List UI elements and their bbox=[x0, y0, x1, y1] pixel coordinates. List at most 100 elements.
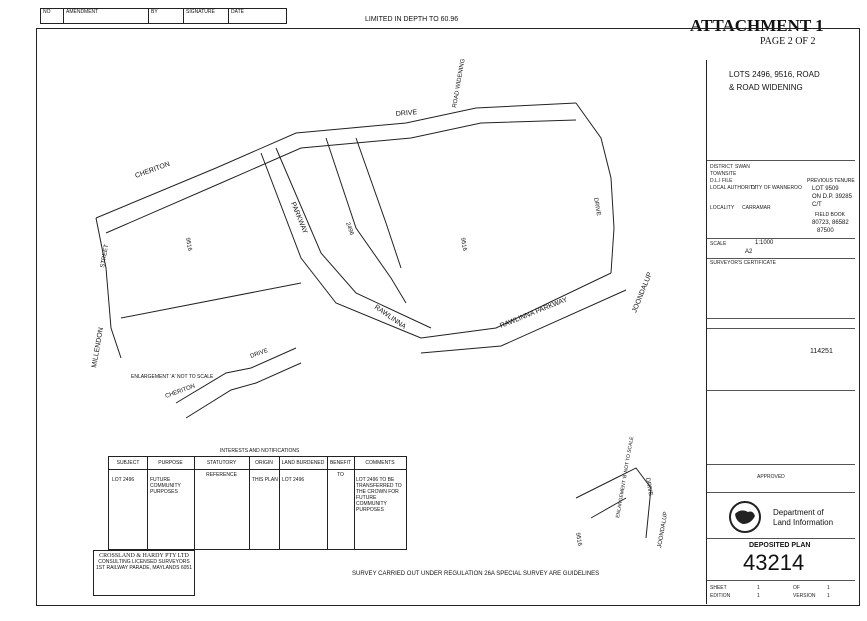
label-cheriton: CHERITON bbox=[134, 161, 171, 180]
rawlinna-parkway-south bbox=[420, 289, 627, 354]
survey-plan-drawing: CHERITON DRIVE ROAD WIDENING PARKWAY RAW… bbox=[91, 58, 669, 548]
col-origin: ORIGIN bbox=[255, 460, 273, 466]
edition-label: EDITION bbox=[710, 593, 731, 599]
deposited-plan-number: 43214 bbox=[743, 550, 805, 575]
approval-number: 114251 bbox=[810, 348, 833, 355]
scale-label: SCALE bbox=[710, 241, 727, 247]
east-boundary bbox=[575, 102, 615, 274]
townsite-label: TOWNSITE bbox=[710, 171, 737, 177]
dli-seal-icon bbox=[729, 501, 761, 533]
dept-line1: Department of bbox=[773, 508, 824, 517]
surveyor-firm: CROSSLAND & HARDY PTY LTD bbox=[99, 553, 189, 559]
deposited-plan-label: DEPOSITED PLAN bbox=[749, 542, 811, 549]
cheriton-drive-north-boundary bbox=[95, 102, 577, 219]
cell-origin: THIS PLAN bbox=[252, 477, 278, 483]
previous-tenure-label: PREVIOUS TENURE bbox=[807, 178, 855, 184]
scale-value: 1:1000 bbox=[755, 240, 774, 246]
label-joondalup: JOONDALUP bbox=[631, 271, 654, 314]
lot-2496-boundary bbox=[325, 137, 407, 304]
cheriton-lower-north bbox=[175, 347, 297, 404]
sheet-label: SHEET bbox=[710, 585, 727, 591]
label-parkway: PARKWAY bbox=[289, 201, 308, 235]
title-block: LOTS 2496, 9516, ROAD & ROAD WIDENING DI… bbox=[706, 60, 855, 604]
label-drive-enlargement: DRIVE bbox=[644, 477, 653, 496]
label-rawlinna-parkway: RAWLINNA PARKWAY bbox=[499, 296, 569, 330]
plan-title: LOTS 2496, 9516, ROAD & ROAD WIDENING bbox=[729, 68, 820, 94]
cheriton-lower-south bbox=[185, 362, 302, 419]
local-authority-label: LOCAL AUTHORITY bbox=[710, 185, 757, 191]
dli-label: D.L.I FILE bbox=[710, 178, 733, 184]
locality-label: LOCALITY bbox=[710, 205, 735, 211]
sheet-value: 1 bbox=[757, 585, 760, 591]
survey-note: SURVEY CARRIED OUT UNDER REGULATION 26A … bbox=[352, 571, 600, 577]
label-lot-9516-east: 9516 bbox=[459, 237, 467, 252]
col-purpose: PURPOSE bbox=[158, 460, 183, 466]
cheriton-drive-south-boundary bbox=[105, 119, 577, 234]
field-book-2: 87500 bbox=[817, 228, 834, 234]
interests-table: SUBJECT PURPOSE STATUTORY REFERENCE ORIG… bbox=[108, 456, 407, 550]
lot-2496-inner bbox=[355, 137, 402, 269]
interests-title: INTERESTS AND NOTIFICATIONS bbox=[220, 448, 300, 454]
parkway-east bbox=[275, 147, 432, 329]
paper-size: A2 bbox=[745, 249, 753, 255]
surveyor-stamp: CROSSLAND & HARDY PTY LTD CONSULTING LIC… bbox=[93, 550, 195, 596]
cell-purpose: FUTURE COMMUNITY PURPOSES bbox=[150, 477, 181, 495]
label-lot-9516-west: 9516 bbox=[184, 237, 192, 252]
limited-depth-note: LIMITED IN DEPTH TO 60.96 bbox=[365, 16, 459, 23]
version-value: 1 bbox=[827, 593, 830, 599]
rev-col-signature: SIGNATURE bbox=[184, 9, 229, 23]
district-value: SWAN bbox=[735, 164, 750, 170]
cell-comments: LOT 2496 TO BE TRANSFERRED TO THE CROWN … bbox=[356, 477, 402, 513]
attachment-title: ATTACHMENT 1 bbox=[690, 16, 824, 35]
previous-tenure-2: ON D.P. 39285 bbox=[812, 194, 852, 200]
rawlinna-parkway-north bbox=[420, 272, 612, 339]
parkway-west bbox=[260, 152, 422, 339]
plan-title-line2: & ROAD WIDENING bbox=[729, 83, 803, 92]
internal-boundary bbox=[120, 282, 302, 319]
district-label: DISTRICT bbox=[710, 164, 734, 170]
dept-line2: Land Information bbox=[773, 518, 834, 527]
surveyor-line1: CONSULTING LICENSED SURVEYORS bbox=[98, 559, 190, 565]
cell-subject: LOT 2496 bbox=[112, 477, 135, 483]
page-number: PAGE 2 OF 2 bbox=[760, 36, 816, 47]
plan-title-line1: LOTS 2496, 9516, ROAD bbox=[729, 70, 820, 79]
surveyor-line2: 1ST RAILWAY PARADE, MAYLANDS 6051 bbox=[96, 565, 192, 571]
edition-value: 1 bbox=[757, 593, 760, 599]
label-road-widening: ROAD WIDENING bbox=[452, 58, 467, 108]
local-authority-value: CITY OF WANNEROO bbox=[751, 185, 802, 191]
col-comments: COMMENTS bbox=[365, 460, 395, 466]
col-land-burdened: LAND BURDENED bbox=[281, 460, 325, 466]
rev-col-by: BY bbox=[149, 9, 184, 23]
of-label: OF bbox=[793, 585, 800, 591]
approved-label: APPROVED bbox=[757, 474, 785, 480]
rev-col-date: DATE bbox=[231, 9, 244, 15]
col-subject: SUBJECT bbox=[116, 460, 140, 466]
enlargement-b-inner bbox=[590, 497, 627, 519]
label-millendon: MILLENDON bbox=[91, 327, 105, 368]
col-benefit: BENEFIT TO bbox=[329, 460, 352, 478]
label-street: STREET bbox=[100, 244, 110, 269]
field-book-1: 80723, 86582 bbox=[812, 220, 849, 226]
version-label: VERSION bbox=[793, 593, 816, 599]
label-cheriton-lower: CHERITON bbox=[165, 384, 196, 400]
rev-col-no: NO bbox=[41, 9, 64, 23]
previous-tenure-3: C/T bbox=[812, 202, 822, 208]
enlargement-b-lines bbox=[575, 467, 652, 539]
locality-value: CARRAMAR bbox=[742, 205, 771, 211]
plan-sheet-border bbox=[36, 28, 860, 606]
cell-land-burdened: LOT 2496 bbox=[282, 477, 305, 483]
west-boundary bbox=[95, 217, 122, 359]
previous-tenure-1: LOT 9509 bbox=[812, 186, 839, 192]
rev-col-amendment: AMENDMENT bbox=[64, 9, 149, 23]
label-lot-9516-enlargement: 9516 bbox=[574, 532, 582, 547]
label-lot-2496: 2496 bbox=[344, 222, 354, 237]
label-joondalup-enlargement: JOONDALUP bbox=[657, 511, 669, 548]
label-enlargement-a: ENLARGEMENT 'A' NOT TO SCALE bbox=[131, 374, 214, 380]
field-book-label: FIELD BOOK bbox=[815, 212, 846, 218]
of-value: 1 bbox=[827, 585, 830, 591]
surveyors-certificate: SURVEYOR'S CERTIFICATE bbox=[710, 260, 776, 266]
label-rawlinna: RAWLINNA bbox=[373, 304, 407, 331]
label-drive-lower: DRIVE bbox=[250, 348, 269, 360]
label-drive: DRIVE bbox=[396, 109, 418, 118]
label-drive-east: DRIVE bbox=[592, 197, 601, 216]
